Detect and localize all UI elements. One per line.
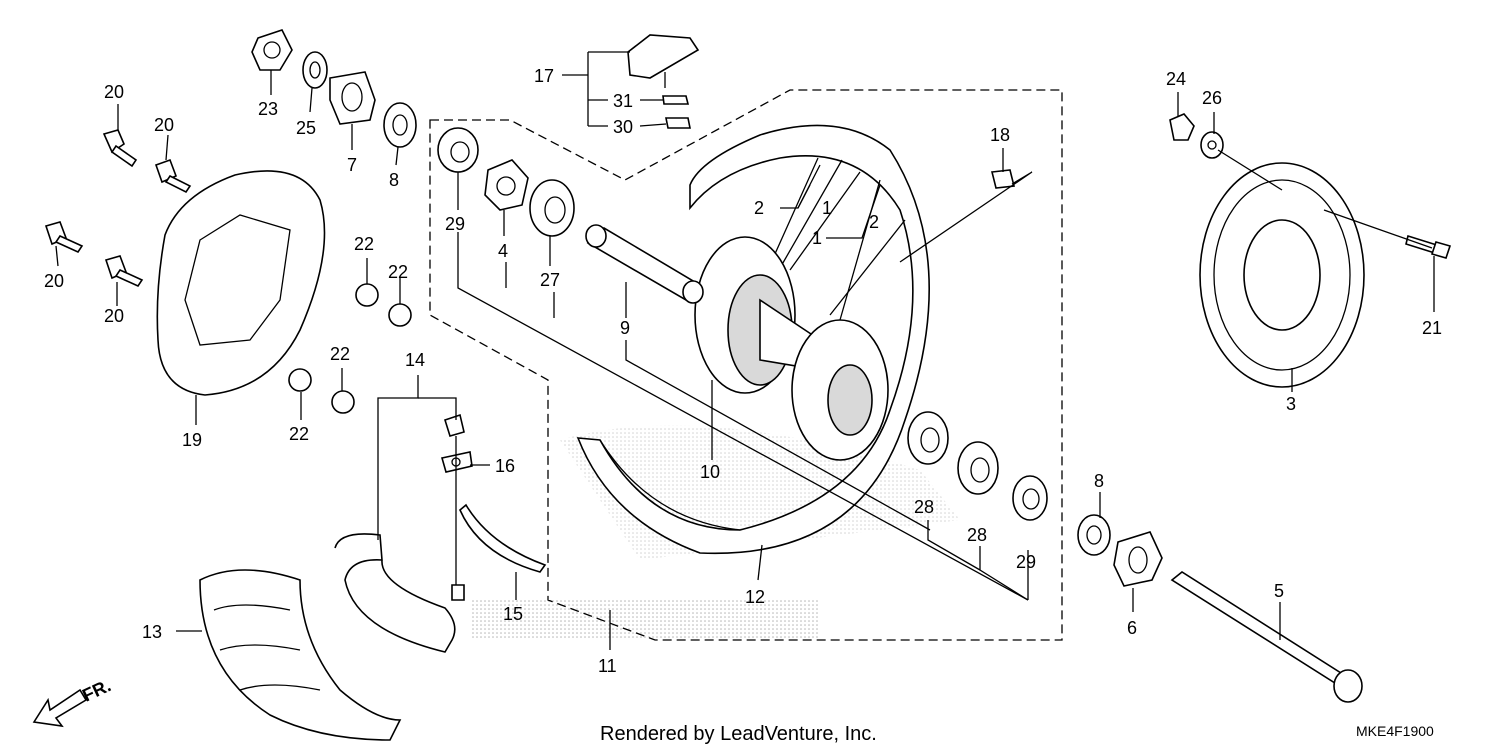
adjuster-7 xyxy=(329,71,376,125)
tire-13 xyxy=(199,569,402,741)
diagram-code: MKE4F1900 xyxy=(1356,723,1434,739)
callout-21: 21 xyxy=(1422,318,1442,338)
axle-5 xyxy=(1170,571,1363,703)
callout-22a: 22 xyxy=(354,234,374,254)
callout-8-right: 8 xyxy=(1094,471,1104,491)
callout-27: 27 xyxy=(540,270,560,290)
callout-30: 30 xyxy=(613,117,633,137)
callout-3: 3 xyxy=(1286,394,1296,414)
callout-25: 25 xyxy=(296,118,316,138)
callout-16: 16 xyxy=(495,456,515,476)
distance-collar-9 xyxy=(585,224,704,304)
wheel-rim xyxy=(576,124,930,555)
washer-25 xyxy=(302,51,328,89)
callout-15: 15 xyxy=(503,604,523,624)
bolt-20a xyxy=(102,129,138,168)
callout-1b: 1 xyxy=(812,228,822,248)
leader-lines xyxy=(55,51,1435,650)
bolt-20d xyxy=(104,255,144,288)
callout-labels: 17 31 30 23 25 7 8 20 20 20 20 19 22 22 … xyxy=(44,66,1442,676)
callout-12: 12 xyxy=(745,587,765,607)
callout-22d: 22 xyxy=(289,424,309,444)
callout-28b: 28 xyxy=(967,525,987,545)
callout-19: 19 xyxy=(182,430,202,450)
callout-1a: 1 xyxy=(822,198,832,218)
retainer-4 xyxy=(484,159,529,211)
nut-22a xyxy=(355,283,379,307)
callout-14: 14 xyxy=(405,350,425,370)
callout-7: 7 xyxy=(347,155,357,175)
callout-22b: 22 xyxy=(388,262,408,282)
callout-20c: 20 xyxy=(44,271,64,291)
callout-29-right: 29 xyxy=(1016,552,1036,572)
nut-23 xyxy=(251,29,293,71)
callout-2b: 2 xyxy=(869,212,879,232)
dust-seal-29-right xyxy=(1012,475,1048,521)
bearing-27 xyxy=(529,179,575,237)
callout-11: 11 xyxy=(598,656,617,676)
callout-8-top: 8 xyxy=(389,170,399,190)
bearing-28a xyxy=(907,411,949,465)
callout-23: 23 xyxy=(258,99,278,119)
collar-8-right xyxy=(1077,514,1111,556)
tube-14 xyxy=(334,413,465,653)
collar-8-top xyxy=(383,102,417,148)
callout-22c: 22 xyxy=(330,344,350,364)
callout-2a: 2 xyxy=(754,198,764,218)
callout-20d: 20 xyxy=(104,306,124,326)
dust-seal-29-left xyxy=(437,127,479,173)
washer-26 xyxy=(1200,131,1224,159)
callout-20b: 20 xyxy=(154,115,174,135)
callout-24: 24 xyxy=(1166,69,1186,89)
bolt-20c xyxy=(44,221,84,254)
callout-20a: 20 xyxy=(104,82,124,102)
brake-disc-19 xyxy=(156,170,326,396)
callout-18: 18 xyxy=(990,125,1010,145)
callout-10: 10 xyxy=(700,462,720,482)
wheel-hub xyxy=(694,236,889,461)
nut-22b xyxy=(388,303,412,327)
rendered-by-credit: Rendered by LeadVenture, Inc. xyxy=(600,723,877,745)
callout-31: 31 xyxy=(613,91,633,111)
callout-17: 17 xyxy=(534,66,554,86)
nut-24 xyxy=(1169,113,1195,141)
assembly-outline xyxy=(429,89,1063,641)
sprocket-3 xyxy=(1199,162,1365,388)
bearing-28b xyxy=(957,441,999,495)
nut-22c xyxy=(288,368,312,392)
callout-6: 6 xyxy=(1127,618,1137,638)
front-direction-arrow: FR. xyxy=(32,675,114,728)
valve-nut-16 xyxy=(440,451,473,473)
callout-4: 4 xyxy=(498,241,508,261)
nut-22d xyxy=(331,390,355,414)
nipple-18 xyxy=(991,169,1015,189)
adjuster-6 xyxy=(1113,531,1163,587)
callout-5: 5 xyxy=(1274,581,1284,601)
callout-29-left: 29 xyxy=(445,214,465,234)
callout-26: 26 xyxy=(1202,88,1222,108)
callout-13: 13 xyxy=(142,622,162,642)
rim-lock-part xyxy=(627,34,700,129)
bolt-20b xyxy=(154,158,192,194)
rim-band-15 xyxy=(459,503,547,573)
callout-28a: 28 xyxy=(914,497,934,517)
callout-9: 9 xyxy=(620,318,630,338)
